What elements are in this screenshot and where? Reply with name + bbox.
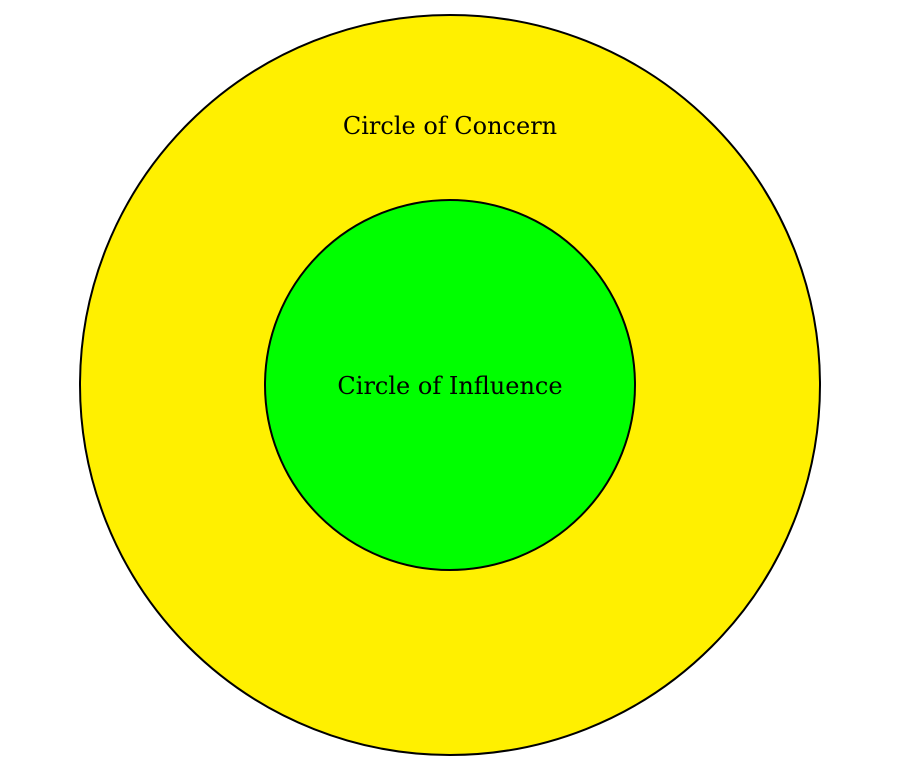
circle-of-influence-label: Circle of Influence xyxy=(337,372,562,400)
circle-of-influence xyxy=(264,199,636,571)
circle-of-concern-label: Circle of Concern xyxy=(343,112,557,140)
